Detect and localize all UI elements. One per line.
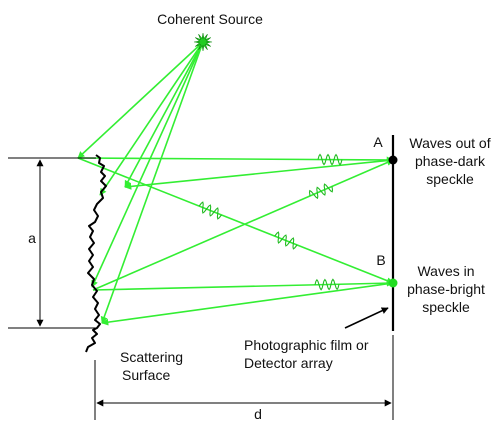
wave-wiggle <box>314 278 340 291</box>
wave-wiggle <box>198 201 222 220</box>
detector-label-1: Photographic film or <box>244 337 369 353</box>
light-rays <box>77 41 394 326</box>
dark-speckle-line-2: phase-dark <box>415 153 486 169</box>
bright-speckle-line-2: phase-bright <box>407 281 485 297</box>
dark-speckle-line-1: Waves out of <box>409 135 490 151</box>
incident-ray <box>77 41 204 159</box>
wave-wiggle <box>274 231 298 250</box>
scattering-surface <box>85 154 107 353</box>
dark-speckle-line-3: speckle <box>426 171 474 187</box>
source-label: Coherent Source <box>157 11 263 27</box>
incident-ray <box>99 41 204 196</box>
scattered-ray <box>92 279 394 291</box>
point-b-dot <box>388 278 398 288</box>
incident-ray <box>91 41 204 288</box>
incident-ray <box>100 41 204 324</box>
scattered-ray <box>77 156 394 164</box>
scattered-ray <box>101 282 394 326</box>
dim-d-label: d <box>254 406 262 422</box>
wave-wiggle <box>308 183 334 200</box>
wave-wiggle <box>317 153 343 166</box>
starburst-icon <box>193 32 213 52</box>
bright-speckle-line-3: speckle <box>422 299 470 315</box>
bright-speckle-line-1: Waves in <box>417 263 474 279</box>
detector-pointer-arrow <box>344 307 389 329</box>
point-a-dot <box>388 155 398 165</box>
detector-label-2: Detector array <box>244 355 333 371</box>
point-b-label: B <box>376 252 385 268</box>
incident-ray <box>124 41 204 188</box>
scattering-surface-label-2: Surface <box>122 367 170 383</box>
scattered-ray <box>124 159 394 190</box>
scattered-ray <box>92 159 394 291</box>
point-a-label: A <box>373 134 383 150</box>
dim-a-label: a <box>28 230 36 246</box>
scattered-ray <box>77 157 394 284</box>
scattering-surface-label-1: Scattering <box>120 349 183 365</box>
